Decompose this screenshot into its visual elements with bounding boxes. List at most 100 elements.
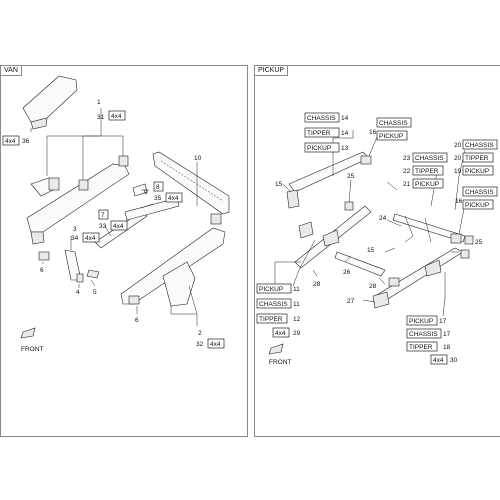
van-callout-3-num: 3 [73,226,77,233]
van-callout-10: 10 [194,155,202,162]
pickup-16b-chassis: CHASSIS [465,189,494,196]
pickup-label-17b-num: 17 [443,331,451,338]
pickup-callout-23-num: 23 [403,155,411,162]
pickup-label-18: TIPPER [409,344,433,351]
pickup-label-18-num: 18 [443,344,451,351]
pickup-bracket-25b [460,249,470,259]
pickup-panel: PICKUP [254,65,500,437]
pickup-label-17a-box [406,315,438,326]
pickup-16a-pickup-box [376,130,408,141]
pickup-bracket-misc [464,235,474,245]
pickup-label-13: PICKUP [307,145,331,152]
van-rear-rail [152,151,230,215]
pickup-callout-15b: 15 [367,247,375,254]
pickup-label-17b-box [406,328,442,339]
pickup-label-29-box [272,327,290,338]
pickup-label-11b: CHASSIS [259,301,288,308]
pickup-callout-20a-num: 20 [454,142,462,149]
pickup-callout-21-label: PICKUP [415,181,439,188]
pickup-label-14a-num: 14 [341,115,349,122]
van-callout-1-tag: 4x4 [111,113,122,120]
pickup-label-29-num: 29 [293,330,301,337]
pickup-callout-21-box [412,178,444,189]
pickup-label-14a-box [304,112,340,123]
pickup-label-30-num: 30 [450,357,458,364]
pickup-callout-22-num: 22 [403,168,411,175]
pickup-label-11a: PICKUP [259,286,283,293]
pickup-callout-20a-label: CHASSIS [465,142,494,149]
pickup-callout-25a: 25 [347,173,355,180]
pickup-label-17b: CHASSIS [409,331,438,338]
van-bracket-6a [38,251,50,261]
van-callout-36-tag-box [2,135,20,146]
pickup-callout-26: 26 [343,269,351,276]
van-callout-6a: 6 [40,267,44,274]
pickup-right-frame-rail [374,247,464,303]
van-callout-2-tag-box [207,338,225,349]
van-callout-1-num: 1 [97,99,101,106]
pickup-callout-20a-box [462,139,498,150]
pickup-callout-20b-box [462,152,494,163]
pickup-callout-23-box [412,152,448,163]
pickup-label-17a: PICKUP [409,318,433,325]
van-callout-8-tag-box [165,192,183,203]
pickup-bracket-16a [360,155,372,165]
van-front-arrow-icon [20,327,36,339]
pickup-crossmember-24 [392,213,466,243]
van-panel-title: VAN [1,66,22,76]
pickup-label-17a-num: 17 [439,318,447,325]
pickup-callout-25b: 25 [475,239,483,246]
van-part-5 [86,269,100,279]
van-frame-diagram: 1 31 4x4 4x4 36 10 9 8 35 4x4 7 33 4x4 3… [2,75,230,353]
van-callout-7-tag-box [110,220,128,231]
pickup-callout-24: 24 [379,215,387,222]
pickup-callout-28a: 28 [313,281,321,288]
pickup-bracket-16b [450,233,462,244]
pickup-label-12-box [256,313,288,324]
pickup-callout-27: 27 [347,298,355,305]
pickup-label-11b-box [256,298,292,309]
pickup-callout-19-label: PICKUP [465,168,489,175]
pickup-label-30-box [430,354,448,365]
van-crossmember-9 [132,183,148,197]
pickup-16b-chassis-box [462,186,498,197]
pickup-label-11a-box [256,283,292,294]
pickup-crossmember-26 [334,251,386,277]
pickup-label-14b-num: 14 [341,130,349,137]
pickup-callout-20b-num: 20 [454,155,462,162]
van-callout-7-tag: 4x4 [113,223,124,230]
pickup-label-14b-box [304,127,340,138]
van-callout-8-tag: 4x4 [168,195,179,202]
pickup-16a-pickup: PICKUP [379,133,403,140]
pickup-callout-19-box [462,165,494,176]
pickup-callout-20b-label: TIPPER [465,155,489,162]
pickup-label-13-box [304,142,340,153]
pickup-front-label: FRONT [269,359,291,366]
pickup-label-30-tag: 4x4 [433,357,444,364]
pickup-callout-22-label: TIPPER [415,168,439,175]
pickup-front-arrow-icon [268,343,284,355]
pickup-callout-23-label: CHASSIS [415,155,444,162]
pickup-16b-pickup: PICKUP [465,202,489,209]
pickup-label-12-num: 12 [293,316,301,323]
van-callout-8-num-box [153,181,164,192]
pickup-callout-28b: 28 [369,283,377,290]
van-callout-6b: 6 [135,317,139,324]
van-callout-4: 4 [76,289,80,296]
pickup-callout-22-box [412,165,444,176]
pickup-callout-15a: 15 [275,181,283,188]
pickup-frame-diagram: CHASSIS 14 TIPPER 14 PICKUP 13 16 CHASSI… [256,112,498,366]
pickup-panel-title: PICKUP [255,66,289,76]
pickup-label-14a: CHASSIS [307,115,336,122]
pickup-upper-rail [288,151,370,193]
pickup-label-29-tag: 4x4 [275,330,286,337]
van-crossmember-8 [124,197,180,221]
pickup-callout-21-num: 21 [403,181,411,188]
van-front-label: FRONT [21,346,43,353]
van-callout-5: 5 [93,289,97,296]
van-callout-3-pos: 34 [71,235,79,242]
van-part-4 [76,273,84,283]
van-callout-2-pos: 32 [196,341,204,348]
van-callout-36-pos: 36 [22,138,30,145]
van-callout-3-tag-box [82,232,100,243]
